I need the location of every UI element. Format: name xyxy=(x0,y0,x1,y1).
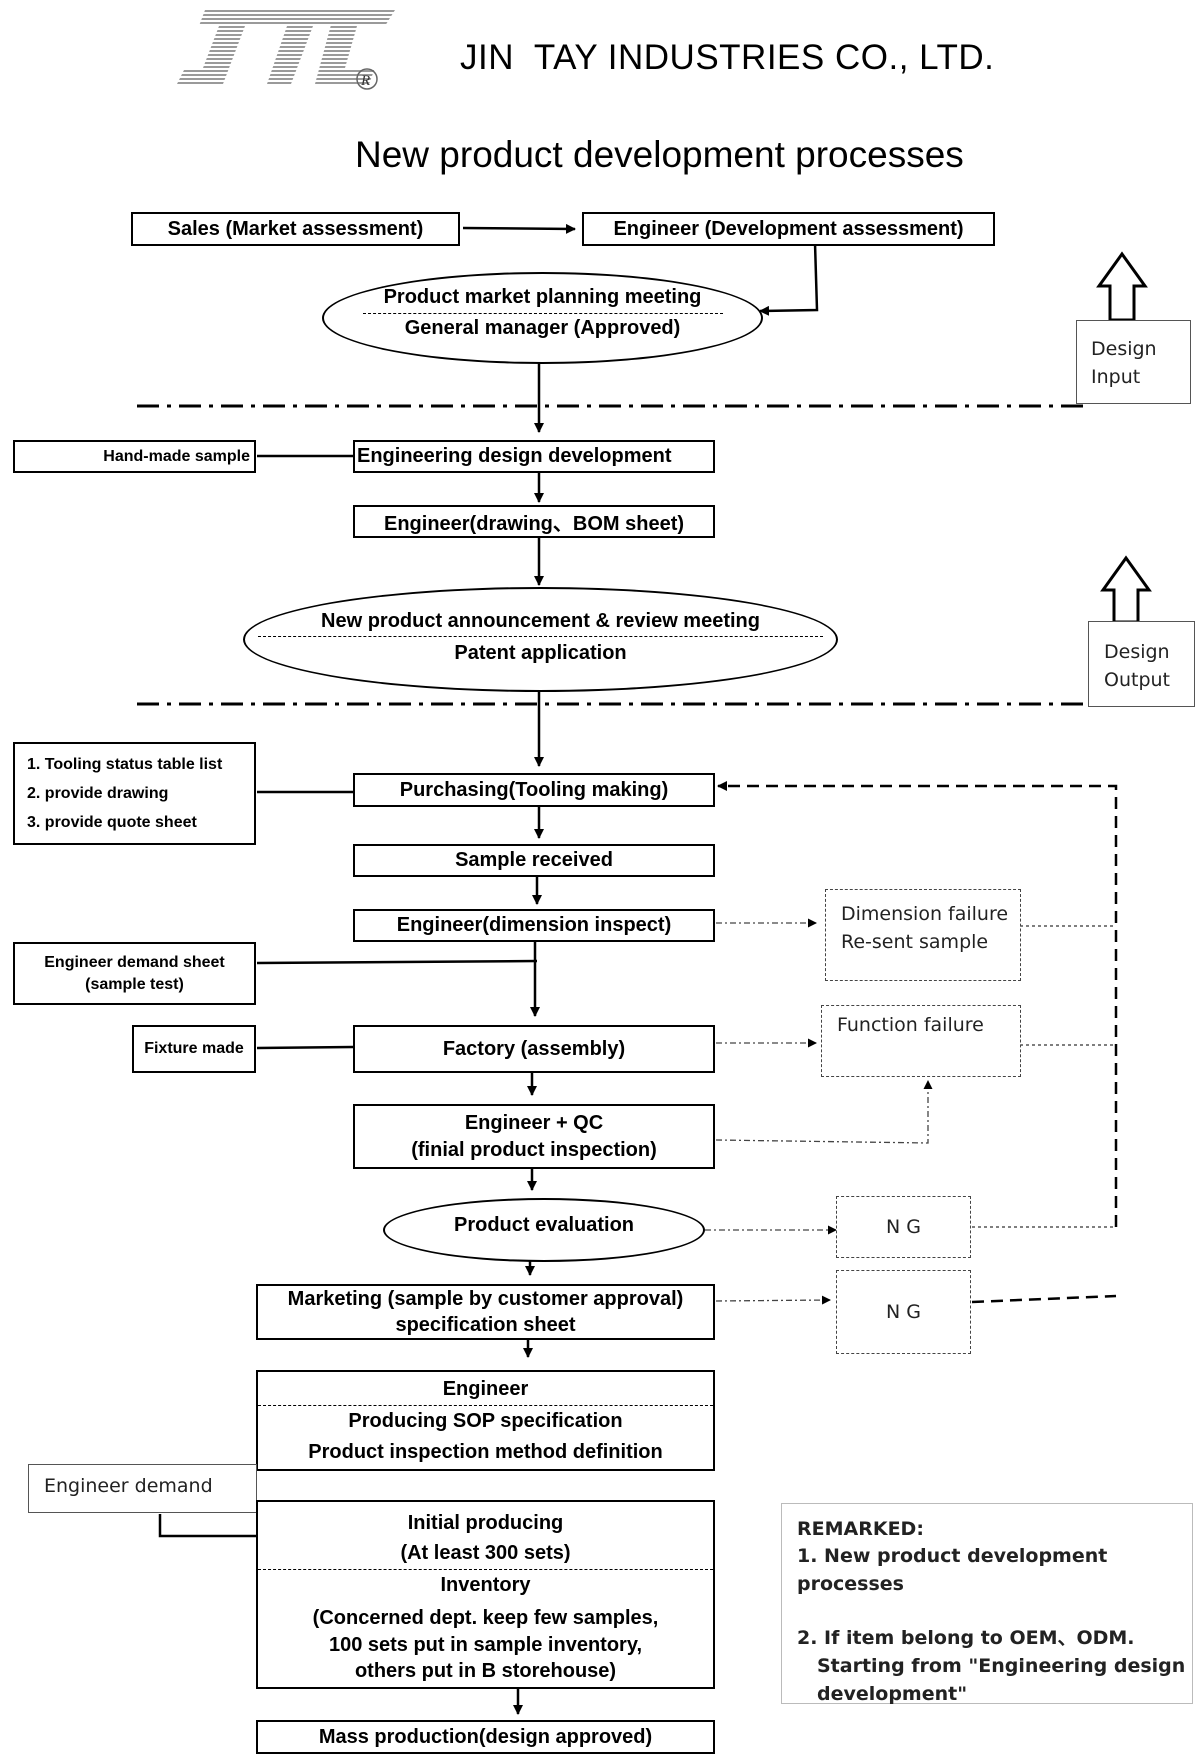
mass-production-label: Mass production(design approved) xyxy=(318,1725,653,1748)
remarks-item-1: 1. New product development processes xyxy=(797,1545,1108,1595)
planning-meeting-label: Product market planning meeting xyxy=(383,286,702,308)
design-input-line-1: Design xyxy=(1091,338,1157,360)
inventory-divider xyxy=(258,1569,713,1570)
sales-box: Sales (Market assessment) xyxy=(131,212,460,246)
design-input-box: Design Input xyxy=(1076,320,1191,404)
marketing-box: Marketing (sample by customer approval) … xyxy=(256,1284,715,1340)
initial-label-1: Initial producing xyxy=(407,1512,564,1534)
page-title: New product development processes xyxy=(355,134,964,175)
purchasing-label: Purchasing(Tooling making) xyxy=(399,778,669,801)
tooling-note-item-2: 2. provide drawing xyxy=(27,784,169,802)
design-output-box: Design Output xyxy=(1088,621,1195,707)
engineer-demand-note: Engineer demand xyxy=(28,1464,257,1513)
remarks-item-2-line-1: 2. If item belong to OEM、ODM. xyxy=(797,1627,1135,1649)
dimension-failure-box: Dimension failure Re-sent sample xyxy=(825,889,1021,981)
tooling-note-item-1: 1. Tooling status table list xyxy=(27,755,223,773)
factory-box: Factory (assembly) xyxy=(353,1025,715,1073)
dimension-inspect-box: Engineer(dimension inspect) xyxy=(353,909,715,942)
engineer-sop-box: Engineer Producing SOP specification Pro… xyxy=(256,1370,715,1471)
company-logo: R xyxy=(175,6,400,92)
handmade-note: Hand-made sample xyxy=(13,440,256,473)
sample-received-box: Sample received xyxy=(353,844,715,877)
fixture-label: Fixture made xyxy=(144,1040,244,1057)
purchasing-box: Purchasing(Tooling making) xyxy=(353,773,715,807)
remarks-item-2-line-2: Starting from "Engineering design xyxy=(817,1655,1186,1677)
inventory-line-1: (Concerned dept. keep few samples, xyxy=(312,1607,659,1629)
remarks-title: REMARKED: xyxy=(797,1518,924,1540)
demand-sheet-label-1: Engineer demand sheet xyxy=(44,953,225,971)
inventory-line-3: others put in B storehouse) xyxy=(354,1660,617,1682)
sop-label: Producing SOP specification xyxy=(348,1410,623,1432)
design-input-line-2: Input xyxy=(1091,366,1141,388)
handmade-label: Hand-made sample xyxy=(103,447,250,465)
marketing-label-1: Marketing (sample by customer approval) xyxy=(287,1288,684,1310)
eng-drawing-box: Engineer(drawing、BOM sheet) xyxy=(353,505,715,538)
engineer-sop-divider xyxy=(258,1405,713,1406)
demand-sheet-note: Engineer demand sheet (sample test) xyxy=(13,942,256,1005)
fixture-note: Fixture made xyxy=(132,1025,256,1073)
initial-label-2: (At least 300 sets) xyxy=(400,1542,571,1564)
engineer-dev-label: Engineer (Development assessment) xyxy=(613,217,964,240)
remarks-item-2-line-3: development" xyxy=(817,1683,968,1705)
marketing-label-2: specification sheet xyxy=(395,1314,576,1336)
announcement-divider xyxy=(258,636,823,637)
remarks-box: REMARKED: 1. New product development pro… xyxy=(781,1503,1193,1705)
ng-label-2: N G xyxy=(886,1301,921,1323)
eng-design-label: Engineering design development xyxy=(357,445,672,467)
engineer-sop-header: Engineer xyxy=(442,1378,529,1400)
announcement-oval: New product announcement & review meetin… xyxy=(243,587,838,692)
eng-qc-box: Engineer + QC (finial product inspection… xyxy=(353,1104,715,1169)
eng-qc-label-2: (finial product inspection) xyxy=(411,1138,657,1161)
evaluation-label: Product evaluation xyxy=(453,1213,635,1236)
demand-sheet-label-2: (sample test) xyxy=(85,975,184,993)
design-output-line-1: Design xyxy=(1104,641,1170,663)
patent-label: Patent application xyxy=(454,642,627,664)
sales-label: Sales (Market assessment) xyxy=(167,217,424,240)
function-failure-label: Function failure xyxy=(837,1014,984,1036)
resent-sample-label: Re-sent sample xyxy=(841,931,989,953)
tooling-note: 1. Tooling status table list 2. provide … xyxy=(13,742,256,845)
sample-received-label: Sample received xyxy=(455,849,613,871)
initial-producing-box: Initial producing (At least 300 sets) In… xyxy=(256,1500,715,1689)
ng-label-1: N G xyxy=(886,1216,921,1238)
inventory-line-2: 100 sets put in sample inventory, xyxy=(328,1634,643,1656)
engineer-demand-label: Engineer demand xyxy=(44,1475,213,1497)
planning-meeting-oval: Product market planning meeting General … xyxy=(322,272,763,364)
eng-design-box: Engineering design development xyxy=(353,440,715,473)
factory-label: Factory (assembly) xyxy=(442,1037,626,1060)
ng-box-2: N G xyxy=(836,1270,971,1354)
mass-production-box: Mass production(design approved) xyxy=(256,1720,715,1754)
eng-qc-label-1: Engineer + QC xyxy=(464,1111,604,1134)
engineer-dev-box: Engineer (Development assessment) xyxy=(582,212,995,246)
dimension-inspect-label: Engineer(dimension inspect) xyxy=(396,914,672,936)
design-input-arrow-icon xyxy=(1096,251,1148,322)
design-output-line-2: Output xyxy=(1104,669,1170,691)
dimension-failure-label: Dimension failure xyxy=(841,903,1009,925)
gm-approved-label: General manager (Approved) xyxy=(404,317,681,339)
inventory-header: Inventory xyxy=(440,1574,531,1596)
design-output-arrow-icon xyxy=(1100,555,1152,624)
ng-box-1: N G xyxy=(836,1196,971,1258)
announcement-label: New product announcement & review meetin… xyxy=(321,610,760,632)
evaluation-oval: Product evaluation xyxy=(383,1198,705,1262)
eng-drawing-label: Engineer(drawing、BOM sheet) xyxy=(383,513,685,535)
registered-mark: R xyxy=(360,73,370,89)
planning-divider xyxy=(362,313,723,314)
company-name: JIN TAY INDUSTRIES CO., LTD. xyxy=(460,38,995,77)
tooling-note-item-3: 3. provide quote sheet xyxy=(27,813,197,831)
inspection-method-label: Product inspection method definition xyxy=(308,1441,663,1463)
function-failure-box: Function failure xyxy=(821,1005,1021,1077)
